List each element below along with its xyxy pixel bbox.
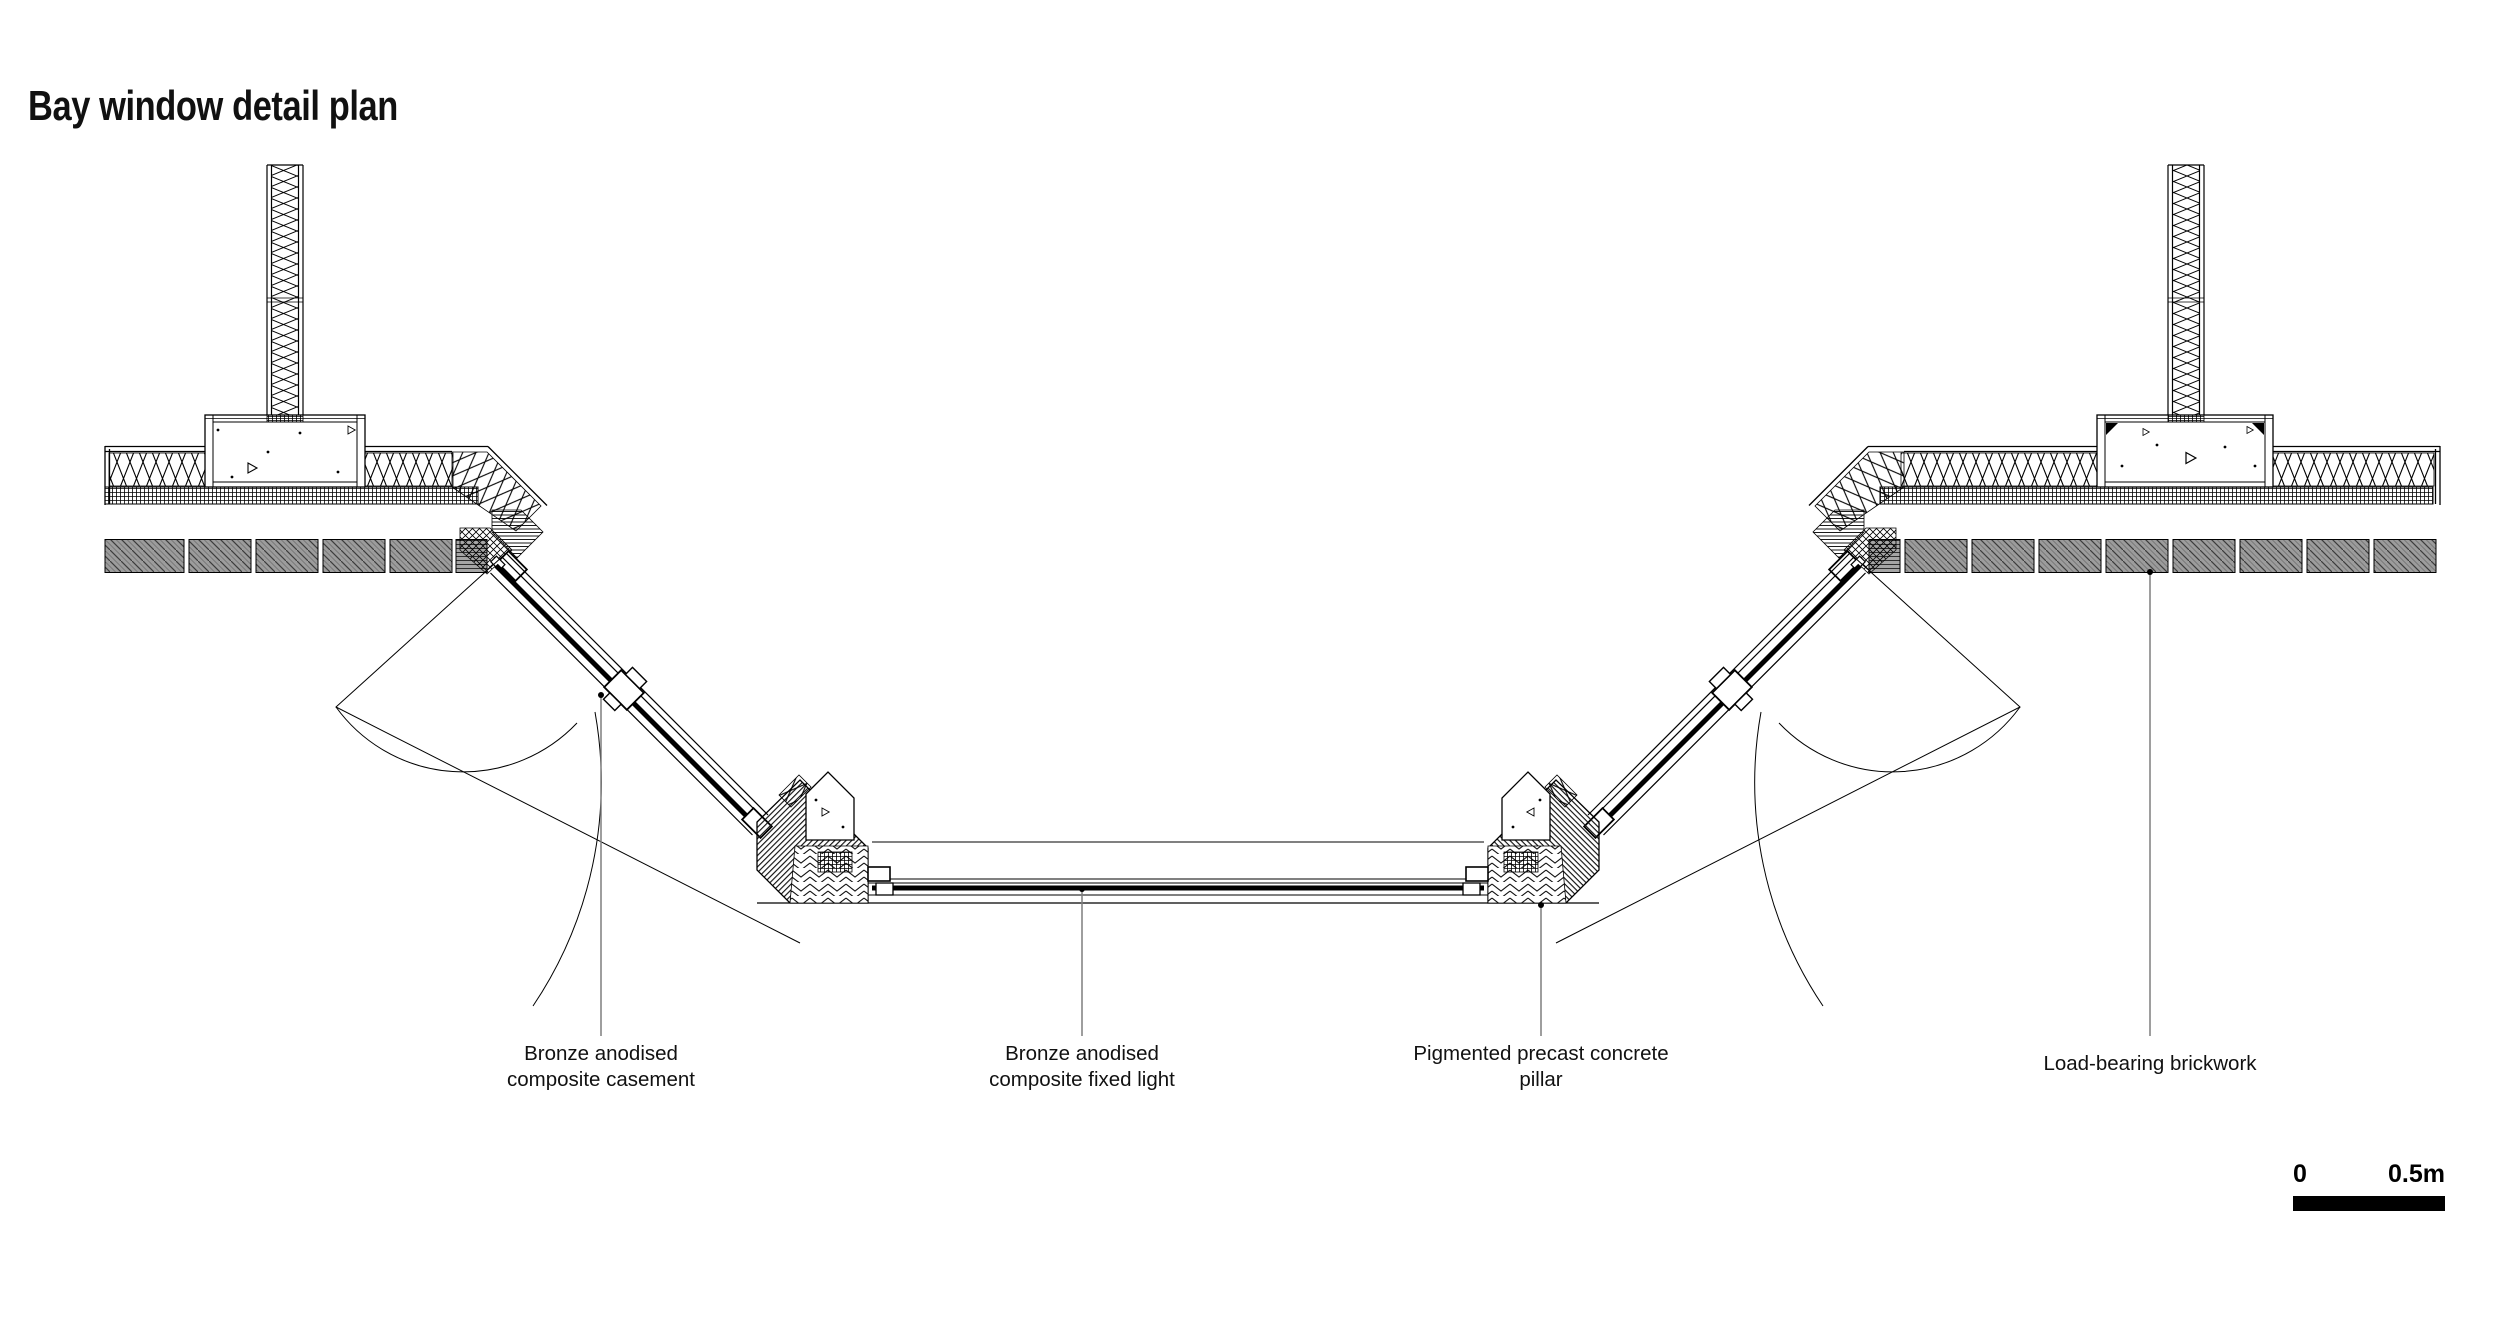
label-casement-line1: Bronze anodised (524, 1042, 678, 1065)
insulation-band (108, 452, 206, 487)
insulation-band (2272, 452, 2435, 487)
brick-row (1868, 539, 2437, 573)
left-party-wall (266, 164, 304, 423)
right-wall-assembly (1808, 164, 2441, 575)
concrete-symbols (216, 425, 356, 479)
insulation-band (1900, 452, 2098, 487)
casement-head-bracket (489, 549, 529, 583)
left-corner-mitre (451, 446, 548, 575)
fixed-light-end-clip (867, 866, 894, 896)
right-party-wall (2167, 164, 2205, 423)
concrete-symbols (2106, 423, 2264, 468)
scale-bar: 0 0.5m (2293, 1160, 2445, 1211)
wall-end-cap (2434, 446, 2441, 505)
brick-row (104, 539, 488, 573)
swing-arc (335, 706, 578, 773)
corner-pillar (756, 771, 869, 904)
label-brickwork: Load-bearing brickwork (2043, 1052, 2257, 1075)
insulation-band (364, 452, 454, 487)
concrete-pad-core (2104, 421, 2266, 483)
left-wall-assembly (104, 164, 548, 575)
label-pillar-line1: Pigmented precast concrete (1413, 1042, 1668, 1065)
scale-bar-rule (2293, 1196, 2445, 1211)
pillar-concrete-core (805, 771, 855, 841)
label-pillar-line2: pillar (1519, 1068, 1562, 1091)
label-casement-line2: composite casement (507, 1068, 695, 1091)
right-corner-mitre (1808, 446, 1905, 575)
scale-zero-label: 0 (2293, 1160, 2307, 1188)
blockwork-band (1879, 486, 2434, 505)
page-title: Bay window detail plan (28, 82, 398, 129)
swing-arc (532, 711, 602, 1007)
label-fixed-light-line2: composite fixed light (989, 1068, 1175, 1091)
concrete-pad-core (212, 421, 358, 483)
leader-lines (598, 569, 2153, 1036)
casement-hinge (602, 666, 648, 712)
right-bay-unit (1463, 548, 2020, 1006)
scale-end-label: 0.5m (2388, 1160, 2445, 1188)
left-bay-unit (335, 549, 894, 1007)
label-fixed-light-line1: Bronze anodised (1005, 1042, 1159, 1065)
fixed-light-frame (757, 841, 1599, 904)
open-sash-lines (335, 555, 801, 944)
blockwork-band (104, 486, 479, 505)
